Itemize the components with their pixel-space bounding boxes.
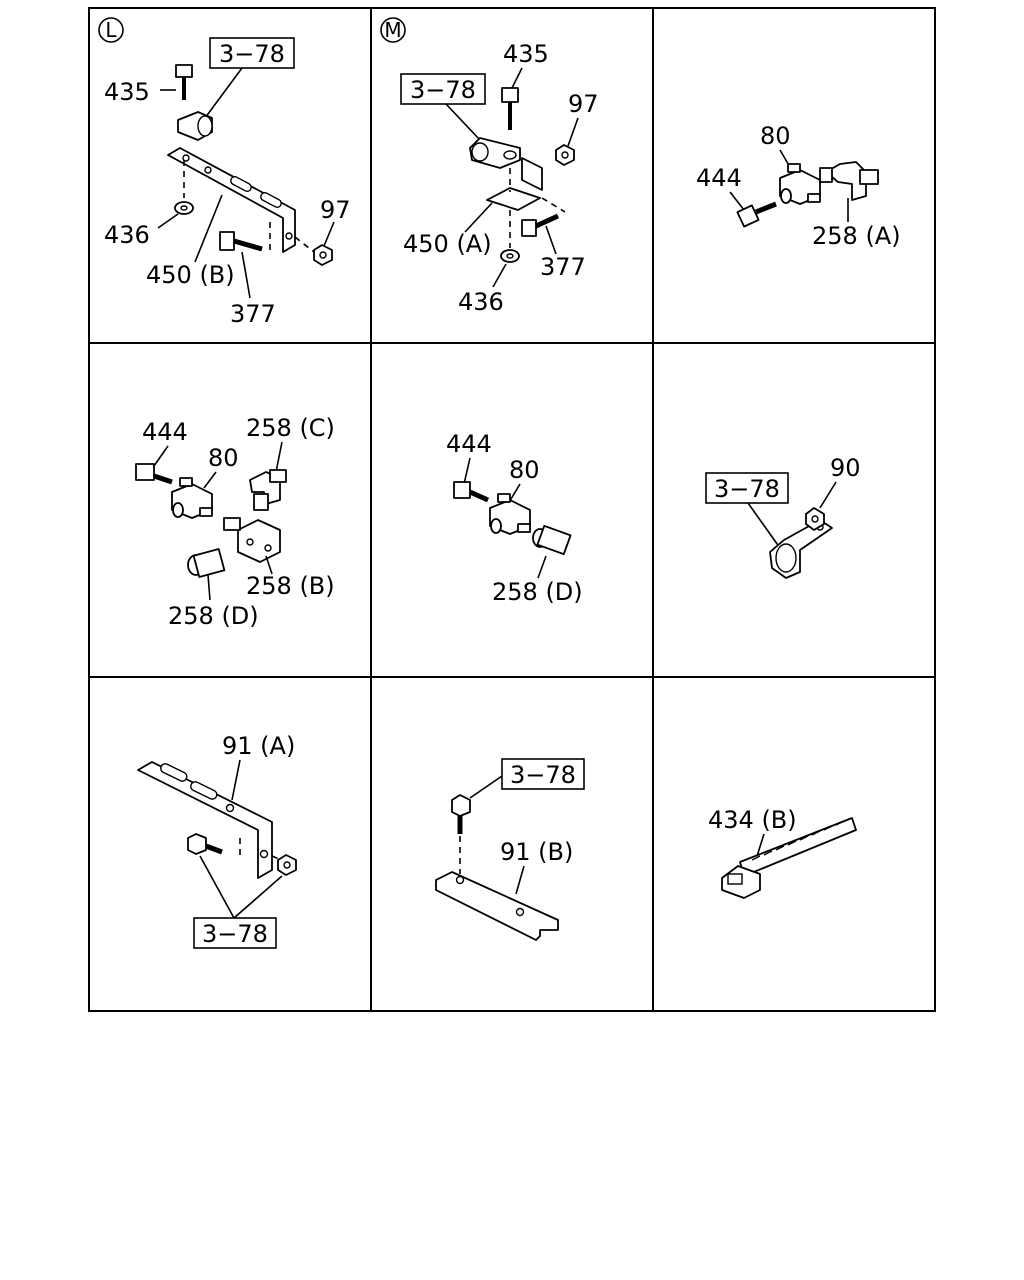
ref-label[interactable]: 3−78: [219, 40, 285, 68]
tee-label[interactable]: 80: [208, 444, 239, 472]
bracket-icon: [435, 871, 559, 941]
bolt-icon: [175, 64, 193, 100]
panel-tee-a: 80 444 258 (A): [696, 122, 901, 250]
panel-marker-circle: [98, 17, 124, 43]
ref-label[interactable]: 3−78: [510, 761, 576, 789]
adapter-label[interactable]: 258 (D): [168, 602, 259, 630]
tee-icon: [779, 163, 821, 205]
ref-box: [705, 472, 789, 504]
bracket-icon: [486, 157, 543, 211]
adapter-icon: [532, 524, 572, 556]
bolt-icon: [453, 481, 490, 503]
bolt-label[interactable]: 444: [142, 418, 188, 446]
screw-label[interactable]: 377: [540, 253, 586, 281]
panel-tee-bcd: 444 80 258 (C) 258 (B): [135, 414, 335, 630]
nut-icon: [277, 854, 297, 876]
ref-label[interactable]: 3−78: [410, 76, 476, 104]
bracket-label[interactable]: 91 (A): [222, 732, 295, 760]
screw-icon: [219, 231, 263, 252]
ref-label[interactable]: 3−78: [202, 920, 268, 948]
block-label[interactable]: 258 (B): [246, 572, 335, 600]
bracket-icon: [137, 761, 273, 879]
ref-box: [400, 73, 486, 105]
panel-marker-circle: [380, 17, 406, 43]
panel-bracket-91a: 91 (A) 3−78: [137, 732, 297, 949]
bolt-label[interactable]: 444: [446, 430, 492, 458]
bolt-label[interactable]: 444: [696, 164, 742, 192]
ref-box: [193, 917, 277, 949]
washer-label[interactable]: 436: [104, 221, 150, 249]
elbow-label[interactable]: 258 (C): [246, 414, 335, 442]
tie-label[interactable]: 434 (B): [708, 806, 797, 834]
bolt-icon: [736, 201, 777, 228]
washer-icon: [174, 201, 194, 215]
panel-bracket-91b: 3−78 91 (B): [435, 758, 585, 941]
bolt-icon: [187, 833, 223, 855]
ref-box: [501, 758, 585, 790]
clip-icon: [469, 137, 521, 169]
tee-label[interactable]: 80: [760, 122, 791, 150]
grid-frame: [88, 7, 936, 1012]
washer-icon: [500, 249, 520, 263]
panel-tie: 434 (B): [708, 806, 857, 899]
nut-label[interactable]: 97: [568, 90, 599, 118]
panel-m: M 3−78 435 97 450 (A): [380, 17, 599, 316]
bolt-label[interactable]: 435: [104, 78, 150, 106]
clip-icon: [177, 111, 213, 141]
tee-icon: [171, 477, 213, 519]
block-icon: [223, 517, 281, 563]
tee-icon: [489, 493, 531, 535]
elbow-label[interactable]: 258 (A): [812, 222, 901, 250]
bolt-icon: [451, 794, 471, 834]
adapter-label[interactable]: 258 (D): [492, 578, 583, 606]
bracket-label[interactable]: 450 (B): [146, 261, 235, 289]
washer-label[interactable]: 436: [458, 288, 504, 316]
bracket-label[interactable]: 91 (B): [500, 838, 573, 866]
panel-marker: L: [105, 18, 117, 42]
panel-clip: 3−78 90: [705, 454, 861, 579]
screw-label[interactable]: 377: [230, 300, 276, 328]
ref-box: [209, 37, 295, 69]
panel-tee-d: 444 80 258 (D): [446, 430, 583, 606]
ref-label[interactable]: 3−78: [714, 475, 780, 503]
screw-icon: [521, 213, 560, 237]
nut-label[interactable]: 90: [830, 454, 861, 482]
elbow-icon: [819, 161, 879, 201]
bracket-label[interactable]: 450 (A): [403, 230, 492, 258]
panel-l: L 3−78 435 436: [98, 17, 351, 328]
clip-icon: [769, 519, 833, 579]
bolt-icon: [501, 87, 519, 130]
bolt-icon: [135, 463, 173, 485]
cable-tie-icon: [721, 817, 857, 899]
panel-marker: M: [384, 18, 401, 42]
nut-icon: [555, 144, 575, 166]
nut-label[interactable]: 97: [320, 196, 351, 224]
bolt-label[interactable]: 435: [503, 40, 549, 68]
elbow-icon: [249, 469, 287, 511]
adapter-icon: [187, 548, 226, 578]
nut-icon: [805, 507, 825, 531]
bracket-icon: [167, 147, 296, 253]
tee-label[interactable]: 80: [509, 456, 540, 484]
nut-icon: [313, 244, 333, 266]
